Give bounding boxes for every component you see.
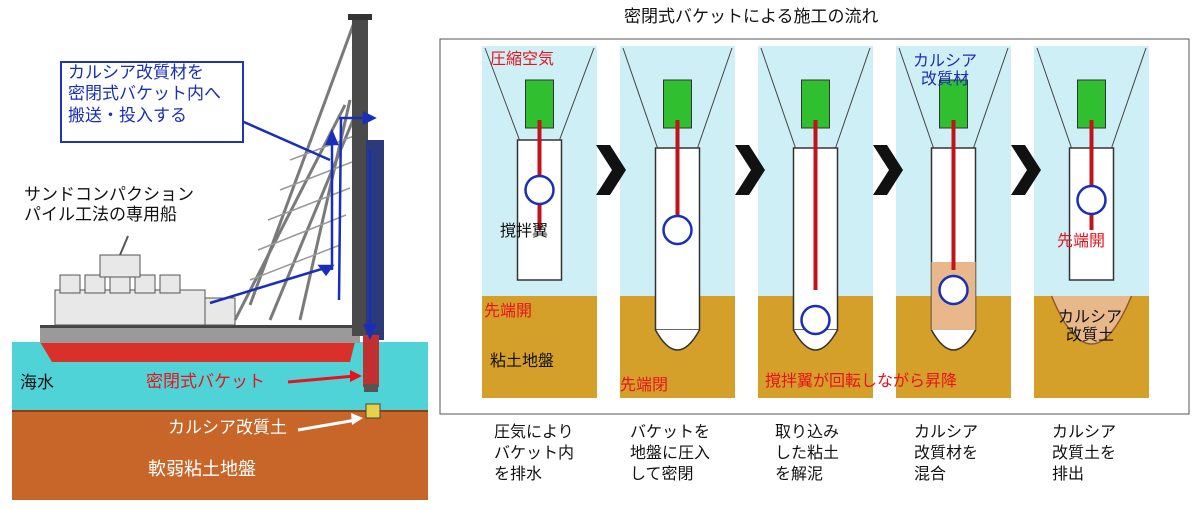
- ship-label-line: パイル工法の専用船: [24, 204, 177, 225]
- clay-ground-label: 粘土地盤: [490, 351, 555, 370]
- flow-arrow-1: [596, 145, 626, 195]
- panel-2-shaft: [675, 120, 680, 230]
- panel-2-blade: [662, 214, 693, 246]
- panel-1-clay: [482, 296, 597, 398]
- tip-closed-label: 先端閉: [620, 375, 669, 394]
- panel-1-blade: [524, 174, 555, 206]
- soft-clay-layer: [12, 410, 428, 500]
- step-line: カルシア: [1052, 422, 1117, 441]
- casing-pipe: [363, 335, 379, 387]
- step-caption-3: 取り込み した粘土 を解泥: [775, 422, 839, 484]
- bucket-label: 密閉式バケット: [146, 372, 265, 392]
- tip-open-label: 先端開: [484, 301, 533, 320]
- step-line: カルシア: [914, 422, 979, 441]
- improved-soil-label: カルシア改質土: [168, 418, 287, 438]
- panel-2-bucket-tip: [654, 329, 701, 351]
- step-caption-4: カルシア 改質材を 混合: [914, 422, 978, 484]
- panel-4-cable-left: [898, 47, 934, 149]
- panel-3-shaft: [813, 120, 818, 290]
- step-line: 地盤に圧入: [630, 442, 711, 462]
- step-line: 圧気により: [494, 422, 574, 441]
- panel-4-shaft: [951, 120, 956, 270]
- calcia-material-label: カルシア 改質材: [913, 51, 978, 89]
- flow-title: 密閉式バケットによる施工の流れ: [624, 7, 879, 27]
- calcia-material-line: カルシア: [913, 51, 978, 70]
- ship-label-line: サンドコンパクション: [24, 185, 194, 205]
- ship-label: サンドコンパクション パイル工法の専用船: [24, 185, 194, 225]
- step-line: 改質材を: [914, 442, 979, 462]
- step-caption-1: 圧気により バケット内 を排水: [494, 422, 574, 484]
- blade-label: 撹拌翼: [500, 221, 549, 240]
- step-line: を解泥: [775, 463, 824, 483]
- blade-rotation-label: 撹拌翼が回転しながら昇降: [765, 371, 958, 390]
- step-line: 取り込み: [775, 422, 840, 441]
- step-caption-5: カルシア 改質土を 排出: [1052, 422, 1116, 484]
- callout-line: 密閉式バケット内へ: [68, 84, 221, 105]
- step-caption-2: バケットを 地盤に圧入 して密閉: [630, 422, 710, 484]
- flow-arrow-4: [1011, 145, 1041, 195]
- panel-1-cable-right: [559, 47, 595, 141]
- transport-callout: カルシア改質材を 密閉式バケット内へ 搬送・投入する: [60, 61, 244, 143]
- flow-arrow-3: [873, 145, 903, 195]
- panel-2-cable-right: [697, 47, 733, 149]
- step-line: バケットを: [630, 422, 711, 441]
- callout-line: 搬送・投入する: [68, 105, 187, 126]
- flow-arrow-2: [735, 145, 765, 195]
- compressed-air-label: 圧縮空気: [490, 49, 555, 68]
- panel-4-blade: [938, 274, 969, 306]
- panel-5-improved-soil: [1050, 295, 1133, 345]
- calcia-material-line: 改質材: [921, 69, 970, 89]
- panel-4-cable-right: [973, 47, 1009, 149]
- step-line: 混合: [914, 463, 947, 483]
- panel-5-blade: [1076, 184, 1107, 216]
- seawater-label: 海水: [20, 373, 54, 393]
- panel-3-bucket-tip: [792, 329, 839, 351]
- step-line: を排水: [494, 463, 543, 483]
- panel-2-cable-left: [622, 47, 658, 149]
- panel-5-drive-unit: [1077, 79, 1106, 129]
- panel-1-cable-left: [484, 47, 520, 141]
- step-line: 排出: [1052, 463, 1085, 483]
- improved-soil-line: カルシア: [1058, 307, 1123, 326]
- step-line: バケット内: [494, 442, 575, 462]
- panel-3-cable-right: [835, 47, 871, 149]
- panel-5-shaft: [1089, 120, 1094, 230]
- improved-soil-block: [365, 403, 381, 419]
- panel-4-bucket-tip: [930, 329, 977, 351]
- panel-3-cable-left: [760, 47, 796, 149]
- tip-open-label-2: 先端開: [1057, 231, 1106, 250]
- soft-clay-label: 軟弱粘土地盤: [148, 459, 256, 480]
- improved-soil-line: 改質土: [1066, 325, 1115, 345]
- vessel-scene: [12, 14, 428, 500]
- ship-hull: [40, 342, 355, 362]
- step-line: した粘土: [775, 442, 840, 462]
- flow-arrows: [596, 145, 1041, 195]
- callout-line: カルシア改質材を: [68, 63, 204, 83]
- panel-3-blade: [800, 304, 831, 336]
- panel-5-cable-left: [1036, 47, 1072, 149]
- flow-panels: [482, 46, 1149, 398]
- panel-5-cable-right: [1111, 47, 1147, 149]
- flow-frame: [439, 38, 1190, 415]
- step-line: して密閉: [630, 463, 694, 483]
- improved-soil-panel-label: カルシア 改質土: [1058, 307, 1123, 345]
- leader-mast: [352, 18, 368, 336]
- step-line: 改質土を: [1052, 442, 1117, 462]
